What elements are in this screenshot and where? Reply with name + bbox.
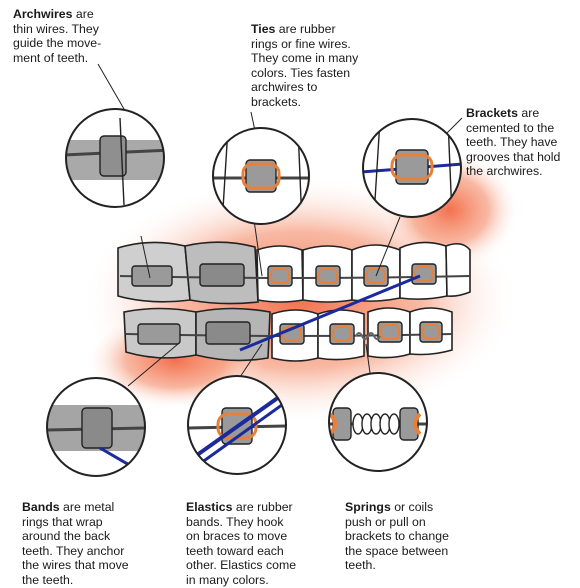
zoom-brackets <box>362 119 462 217</box>
zoom-bands <box>47 378 147 476</box>
elastics-label: Elastics are rubber bands. They hook on … <box>186 500 296 588</box>
zoom-ties <box>213 128 310 225</box>
springs-label: Springs or coils push or pull on bracket… <box>345 500 449 573</box>
brackets-term: Brackets <box>466 106 518 120</box>
ties-term: Ties <box>251 22 275 36</box>
zoom-springs <box>329 373 427 471</box>
zoom-elastics <box>188 376 286 474</box>
archwires-label: Archwires are thin wires. They guide the… <box>13 7 101 65</box>
springs-term: Springs <box>345 500 391 514</box>
brackets-label: Brackets are cemented to the teeth. They… <box>466 106 560 179</box>
bands-label: Bands are metal rings that wrap around t… <box>22 500 129 588</box>
archwires-term: Archwires <box>13 7 72 21</box>
elastics-term: Elastics <box>186 500 233 514</box>
ties-label: Ties are rubber rings or fine wires. The… <box>251 22 358 110</box>
zoom-archwires <box>62 109 172 207</box>
bands-term: Bands <box>22 500 60 514</box>
